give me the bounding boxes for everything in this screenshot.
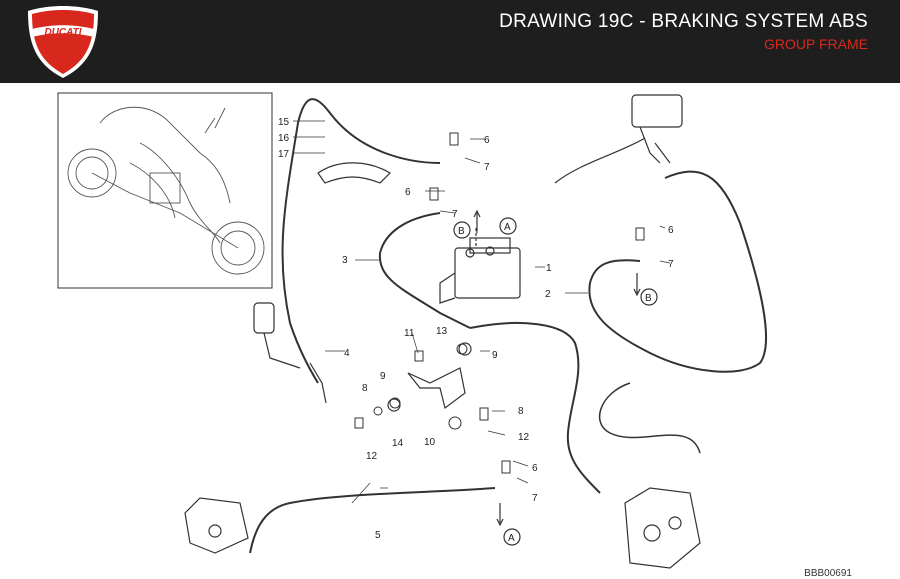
part-label-7d: 7 [532, 493, 538, 504]
part-label-16: 16 [278, 133, 290, 144]
part-label-11: 11 [404, 328, 415, 339]
rear-caliper [184, 497, 249, 554]
drawing-code: BBB00691 [804, 568, 852, 579]
ducati-logo: DUCATI [28, 6, 98, 78]
part-label-12a: 12 [366, 451, 378, 462]
part-label-1: 1 [546, 263, 552, 274]
front-caliper [624, 487, 701, 569]
part-label-15: 15 [278, 117, 290, 128]
part-label-8a: 8 [362, 383, 368, 394]
abs-modulator [439, 237, 521, 304]
brake-line-3 [281, 98, 441, 384]
part-label-12b: 12 [518, 432, 530, 443]
part-label-7b: 7 [452, 209, 458, 220]
part-label-8b: 8 [518, 406, 524, 417]
part-label-4: 4 [344, 348, 350, 359]
ref-a-bottom: A [508, 533, 515, 544]
brake-line-2 [588, 170, 768, 373]
ref-b-top: B [458, 226, 465, 237]
page-subtitle: GROUP FRAME [764, 36, 868, 52]
ref-b-right: B [645, 293, 652, 304]
part-label-3: 3 [342, 255, 348, 266]
exploded-parts-diagram: A B B A 1 2 3 4 5 6 6 6 6 7 7 7 7 8 8 9 … [57, 92, 768, 569]
bolts [354, 132, 645, 474]
front-master-cylinder [554, 94, 683, 184]
brake-line-4-fitting [309, 362, 327, 404]
abs-bracket [387, 342, 472, 412]
brake-line-5 [249, 487, 496, 554]
part-label-6d: 6 [532, 463, 538, 474]
part-label-9b: 9 [380, 371, 386, 382]
part-label-6b: 6 [405, 187, 411, 198]
part-label-2: 2 [545, 289, 551, 300]
part-label-9a: 9 [492, 350, 498, 361]
part-label-13: 13 [436, 326, 448, 337]
motorcycle-inset-frame [57, 92, 273, 289]
part-label-6c: 6 [668, 225, 674, 236]
part-label-5: 5 [375, 530, 381, 541]
part-label-6a: 6 [484, 135, 490, 146]
part-label-7c: 7 [668, 259, 674, 270]
ref-a-top: A [504, 222, 511, 233]
page-title: DRAWING 19C - BRAKING SYSTEM ABS [499, 11, 868, 32]
logo-text: DUCATI [44, 27, 81, 38]
part-label-17: 17 [278, 149, 290, 160]
part-label-14: 14 [392, 438, 404, 449]
brake-line-rear [469, 322, 601, 494]
header-bar: DUCATI DRAWING 19C - BRAKING SYSTEM ABS … [0, 0, 900, 83]
motorcycle-illustration [67, 106, 265, 275]
part-label-10: 10 [424, 437, 436, 448]
part-label-7a: 7 [484, 162, 490, 173]
front-fender [317, 162, 391, 184]
